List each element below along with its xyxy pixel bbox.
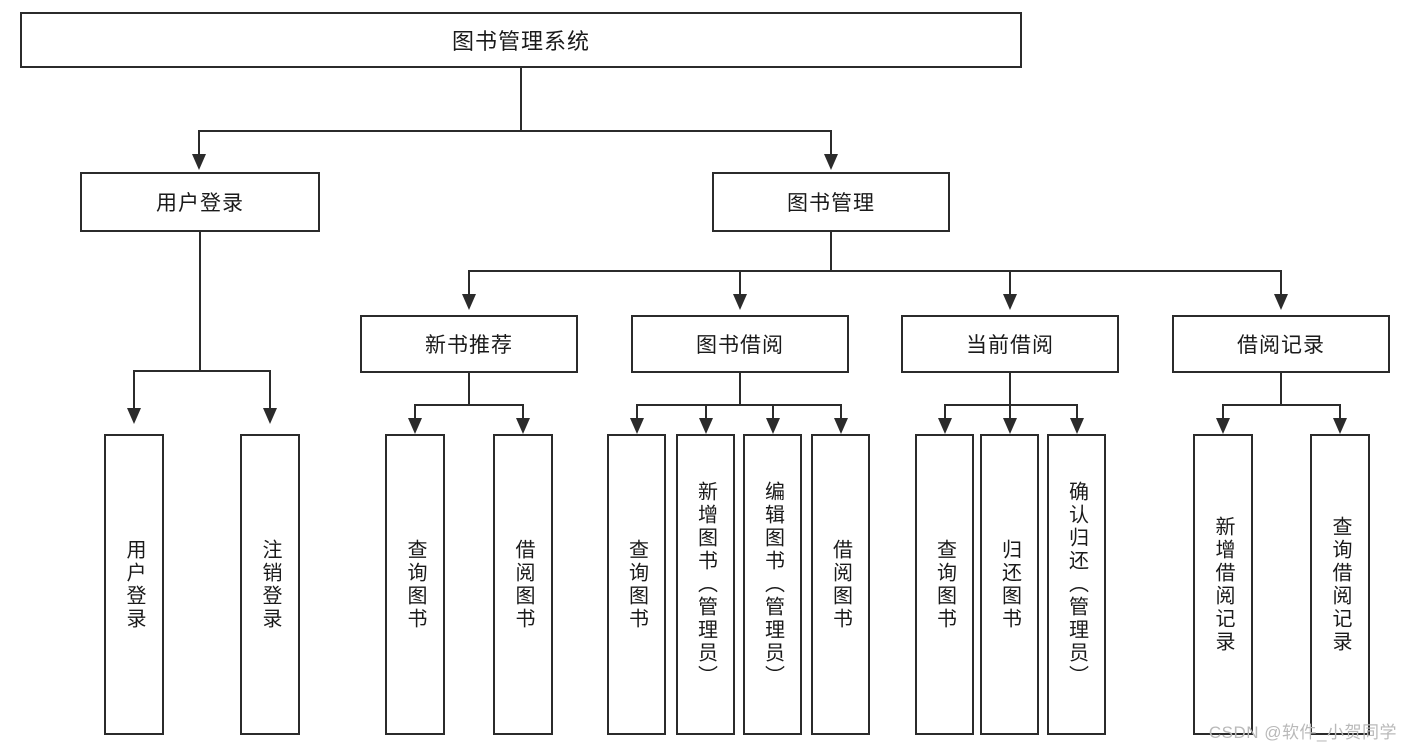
connector-cb-drop-1 bbox=[944, 404, 946, 420]
node-borrow-record[interactable]: 借阅记录 bbox=[1172, 315, 1390, 373]
connector-br-drop-1 bbox=[1222, 404, 1224, 420]
connector-nbr-drop-2 bbox=[522, 404, 524, 420]
leaf-current-borrow-2[interactable]: 确认归还（管理员） bbox=[1047, 434, 1106, 735]
connector-br-bus bbox=[1222, 404, 1340, 406]
arrow-to-leaf-cb-1 bbox=[938, 418, 952, 434]
connector-book-management-stem bbox=[830, 232, 832, 272]
arrow-to-leaf-bb-2 bbox=[699, 418, 713, 434]
leaf-borrow-record-0[interactable]: 新增借阅记录 bbox=[1193, 434, 1253, 735]
connector-nbr-bus bbox=[414, 404, 524, 406]
leaf-user-login-0[interactable]: 用户登录 bbox=[104, 434, 164, 735]
connector-root-drop-left bbox=[198, 130, 200, 156]
arrow-to-leaf-user-login bbox=[127, 408, 141, 424]
arrow-to-leaf-bb-1 bbox=[630, 418, 644, 434]
leaf-borrow-record-1[interactable]: 查询借阅记录 bbox=[1310, 434, 1370, 735]
arrow-to-leaf-bb-3 bbox=[766, 418, 780, 434]
arrow-to-leaf-nbr-2 bbox=[516, 418, 530, 434]
connector-book-management-bus bbox=[468, 270, 1282, 272]
connector-user-login-bus bbox=[133, 370, 269, 372]
connector-root-bus bbox=[198, 130, 832, 132]
node-new-book-recommend[interactable]: 新书推荐 bbox=[360, 315, 578, 373]
connector-cb-drop-2 bbox=[1009, 404, 1011, 420]
connector-root-stem bbox=[520, 68, 522, 130]
arrow-to-book-management bbox=[824, 154, 838, 170]
watermark-text: CSDN @软件_小贺同学 bbox=[1208, 723, 1397, 742]
connector-br-stem bbox=[1280, 373, 1282, 405]
connector-bb-drop-3 bbox=[772, 404, 774, 420]
leaf-new-book-recommend-1[interactable]: 借阅图书 bbox=[493, 434, 553, 735]
connector-bb-drop-4 bbox=[840, 404, 842, 420]
connector-nbr-drop-1 bbox=[414, 404, 416, 420]
connector-cb-stem bbox=[1009, 373, 1011, 405]
arrow-to-leaf-nbr-1 bbox=[408, 418, 422, 434]
arrow-to-current-borrow bbox=[1003, 294, 1017, 310]
node-root-book-management-system[interactable]: 图书管理系统 bbox=[20, 12, 1022, 68]
arrow-to-new-book-recommend bbox=[462, 294, 476, 310]
arrow-to-book-borrow bbox=[733, 294, 747, 310]
arrow-to-leaf-cb-3 bbox=[1070, 418, 1084, 434]
connector-bb-stem bbox=[739, 373, 741, 405]
arrow-to-leaf-cb-2 bbox=[1003, 418, 1017, 434]
leaf-book-borrow-0[interactable]: 查询图书 bbox=[607, 434, 666, 735]
leaf-current-borrow-0[interactable]: 查询图书 bbox=[915, 434, 974, 735]
arrow-to-borrow-record bbox=[1274, 294, 1288, 310]
leaf-book-borrow-2[interactable]: 编辑图书（管理员） bbox=[743, 434, 802, 735]
arrow-to-leaf-logout bbox=[263, 408, 277, 424]
leaf-book-borrow-1[interactable]: 新增图书（管理员） bbox=[676, 434, 735, 735]
leaf-user-login-1[interactable]: 注销登录 bbox=[240, 434, 300, 735]
connector-user-login-drop-2 bbox=[269, 370, 271, 410]
connector-nbr-stem bbox=[468, 373, 470, 405]
arrow-to-leaf-br-1 bbox=[1216, 418, 1230, 434]
connector-user-login-drop-1 bbox=[133, 370, 135, 410]
connector-bb-drop-1 bbox=[636, 404, 638, 420]
node-current-borrow[interactable]: 当前借阅 bbox=[901, 315, 1119, 373]
leaf-book-borrow-3[interactable]: 借阅图书 bbox=[811, 434, 870, 735]
node-book-management[interactable]: 图书管理 bbox=[712, 172, 950, 232]
connector-bb-bus bbox=[636, 404, 842, 406]
connector-bm-drop-4 bbox=[1280, 270, 1282, 296]
arrow-to-user-login bbox=[192, 154, 206, 170]
leaf-current-borrow-1[interactable]: 归还图书 bbox=[980, 434, 1039, 735]
connector-bb-drop-2 bbox=[705, 404, 707, 420]
connector-bm-drop-3 bbox=[1009, 270, 1011, 296]
node-book-borrow[interactable]: 图书借阅 bbox=[631, 315, 849, 373]
connector-br-drop-2 bbox=[1339, 404, 1341, 420]
connector-bm-drop-2 bbox=[739, 270, 741, 296]
connector-user-login-stem bbox=[199, 232, 201, 372]
arrow-to-leaf-bb-4 bbox=[834, 418, 848, 434]
connector-cb-drop-3 bbox=[1076, 404, 1078, 420]
leaf-new-book-recommend-0[interactable]: 查询图书 bbox=[385, 434, 445, 735]
arrow-to-leaf-br-2 bbox=[1333, 418, 1347, 434]
connector-bm-drop-1 bbox=[468, 270, 470, 296]
connector-root-drop-right bbox=[830, 130, 832, 156]
node-user-login[interactable]: 用户登录 bbox=[80, 172, 320, 232]
